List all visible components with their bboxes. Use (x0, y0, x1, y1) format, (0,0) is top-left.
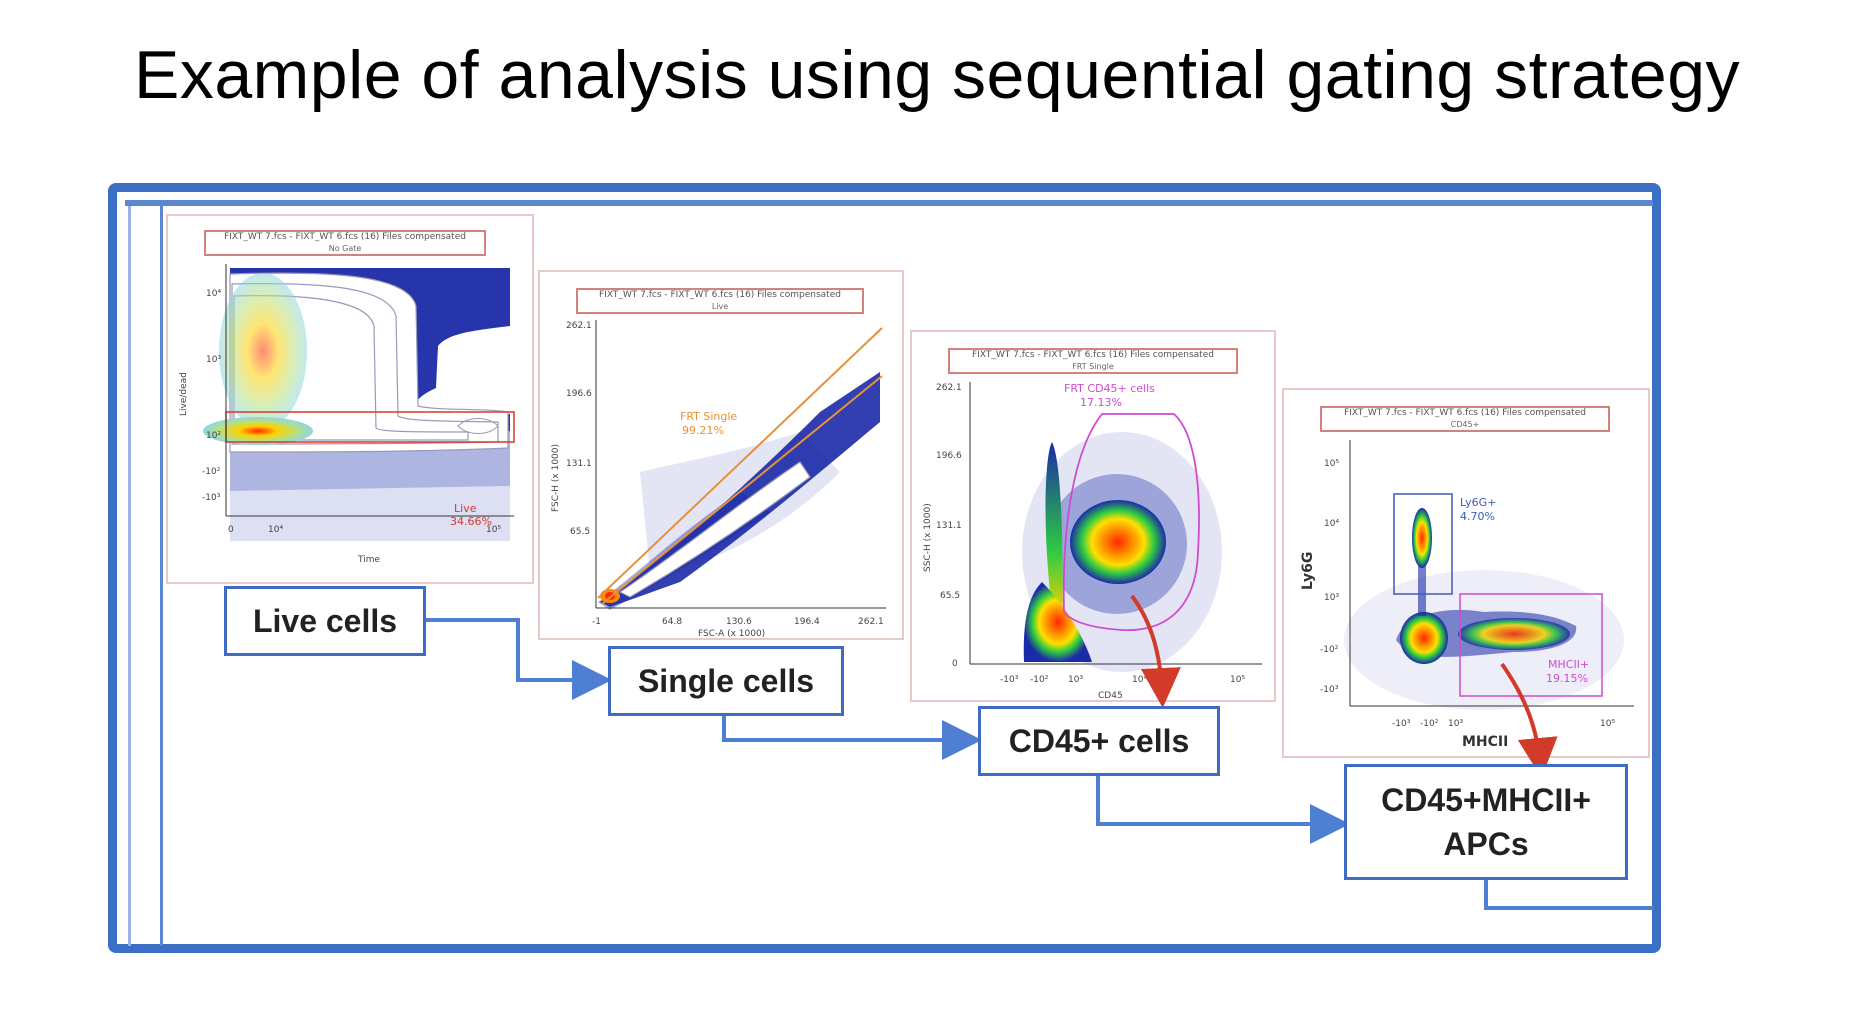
gate-percentage: 19.15% (1546, 672, 1588, 685)
x-tick-label: -1 (592, 617, 601, 627)
connector-single-to-cd45 (722, 716, 982, 760)
gate-name: Live (454, 502, 477, 515)
y-tick-label: 262.1 (936, 383, 962, 393)
y-tick-label: 65.5 (940, 591, 960, 601)
panel-parent-gate: No Gate (328, 244, 362, 253)
x-axis-label: MHCII (1462, 734, 1508, 750)
y-tick-label: -10³ (1320, 685, 1339, 695)
y-tick-label: 10⁴ (206, 289, 221, 299)
x-axis-label: CD45 (1098, 691, 1123, 701)
gate-percentage: 17.13% (1080, 396, 1122, 409)
x-tick-label: 10³ (1448, 719, 1463, 729)
x-tick-label: 64.8 (662, 617, 682, 627)
y-tick-label: 10⁴ (1324, 519, 1339, 529)
x-tick-label: 10⁴ (1132, 675, 1147, 685)
y-axis-label: Live/dead (179, 372, 189, 416)
connector-apc-exit (1484, 880, 1654, 910)
panel-header-text: FIXT_WT 7.fcs - FIXT_WT 6.fcs (16) Files… (1344, 408, 1586, 418)
panel-cd45-gate: FIXT_WT 7.fcs - FIXT_WT 6.fcs (16) Files… (910, 330, 1276, 702)
gate-name: FRT Single (680, 410, 737, 423)
panel-live-gate: FIXT_WT 7.fcs - FIXT_WT 6.fcs (16) Files… (166, 214, 534, 584)
x-tick-label: 196.4 (794, 617, 820, 627)
y-tick-label: -10³ (202, 493, 221, 503)
slide-title: Example of analysis using sequential gat… (133, 37, 1741, 113)
y-tick-label: 10⁵ (1324, 459, 1339, 469)
x-tick-label: 262.1 (858, 617, 884, 627)
y-tick-label: -10² (1320, 645, 1339, 655)
red-arrow-mhcii (1500, 662, 1558, 778)
contour-hotspot (219, 273, 307, 429)
panel-parent-gate: FRT Single (1072, 362, 1114, 371)
mhcii-gate-rectangle (1459, 593, 1603, 697)
cd45-density-plot: -10³ -10² 10³ 10⁴ 10⁵ CD45 262.1 196.6 1… (923, 382, 1262, 701)
ly6g-gate-rectangle (1393, 493, 1453, 595)
gate-percentage: 34.66% (450, 515, 492, 528)
x-tick-label: -10² (1030, 675, 1049, 685)
y-tick-label: 131.1 (936, 521, 962, 531)
panel-header: FIXT_WT 7.fcs - FIXT_WT 6.fcs (16) Files… (204, 230, 486, 256)
y-tick-label: 196.6 (936, 451, 962, 461)
y-tick-label: 196.6 (566, 389, 592, 399)
panel-header-text: FIXT_WT 7.fcs - FIXT_WT 6.fcs (16) Files… (972, 350, 1214, 360)
red-arrow-cd45 (1130, 594, 1181, 708)
gate-name: FRT CD45+ cells (1064, 382, 1155, 395)
event-cloud (600, 372, 880, 607)
single-gate-lower-line (601, 375, 883, 605)
y-axis-label: SSC-H (x 1000) (923, 503, 933, 572)
x-axis-label: Time (357, 555, 380, 565)
panel-header: FIXT_WT 7.fcs - FIXT_WT 6.fcs (16) Files… (576, 288, 864, 314)
stage-single-cells: Single cells (608, 646, 844, 716)
y-tick-label: 262.1 (566, 321, 592, 331)
y-tick-label: 10² (206, 431, 221, 441)
y-tick-label: 65.5 (570, 527, 590, 537)
single-gate-upper-line (597, 327, 883, 599)
x-tick-label: -10² (1420, 719, 1439, 729)
connector-live-to-single (426, 618, 612, 700)
y-axis-label: FSC-H (x 1000) (551, 444, 561, 512)
panel-single-gate: FIXT_WT 7.fcs - FIXT_WT 6.fcs (16) Files… (538, 270, 904, 640)
y-tick-label: 10³ (1324, 593, 1339, 603)
x-tick-label: 10³ (1068, 675, 1083, 685)
y-axis-label: Ly6G (1300, 552, 1316, 590)
x-axis-label: FSC-A (x 1000) (698, 629, 765, 639)
embedded-slide-border-left (160, 206, 163, 946)
y-tick-label: 131.1 (566, 459, 592, 469)
gate-name: Ly6G+ (1460, 496, 1496, 509)
stage-cd45-cells: CD45+ cells (978, 706, 1220, 776)
x-tick-label: -10³ (1000, 675, 1019, 685)
x-tick-label: 10⁵ (1230, 675, 1245, 685)
panel-header-text: FIXT_WT 7.fcs - FIXT_WT 6.fcs (16) Files… (224, 232, 466, 242)
panel-parent-gate: CD45+ (1450, 420, 1480, 429)
panel-header: FIXT_WT 7.fcs - FIXT_WT 6.fcs (16) Files… (948, 348, 1238, 374)
panel-mhcii-gate: FIXT_WT 7.fcs - FIXT_WT 6.fcs (16) Files… (1282, 388, 1650, 758)
live-dead-contour-plot: 0 10⁴ 10⁵ Time 10⁴ 10³ 10² -10² -10³ Liv… (179, 264, 515, 565)
cd45-gate-polygon (1062, 413, 1200, 631)
y-tick-label: 0 (952, 659, 958, 669)
y-tick-label: -10² (202, 467, 221, 477)
x-tick-label: 10⁵ (486, 525, 501, 535)
embedded-slide-border-left-outer (128, 206, 131, 946)
embedded-slide-border-top (125, 200, 1653, 206)
gate-name: MHCII+ (1548, 658, 1589, 671)
ly6g-mhcii-density-plot: -10³ -10² 10³ 10⁵ MHCII 10⁵ 10⁴ 10³ -10²… (1300, 440, 1634, 750)
stage-cd45-mhcii-apcs: CD45+MHCII+ APCs (1344, 764, 1628, 880)
panel-header: FIXT_WT 7.fcs - FIXT_WT 6.fcs (16) Files… (1320, 406, 1610, 432)
x-tick-label: 10⁵ (1600, 719, 1615, 729)
x-tick-label: 0 (228, 525, 234, 535)
y-tick-label: 10³ (206, 355, 221, 365)
x-tick-label: -10³ (1392, 719, 1411, 729)
gate-percentage: 4.70% (1460, 510, 1495, 523)
panel-parent-gate: Live (711, 302, 729, 311)
fsc-scatter-plot: -1 64.8 130.6 196.4 262.1 FSC-A (x 1000)… (551, 320, 886, 639)
stage-live-cells: Live cells (224, 586, 426, 656)
x-tick-label: 10⁴ (268, 525, 283, 535)
connector-cd45-to-apc (1096, 776, 1350, 844)
gate-percentage: 99.21% (682, 424, 724, 437)
panel-header-text: FIXT_WT 7.fcs - FIXT_WT 6.fcs (16) Files… (599, 290, 841, 300)
x-tick-label: 130.6 (726, 617, 752, 627)
